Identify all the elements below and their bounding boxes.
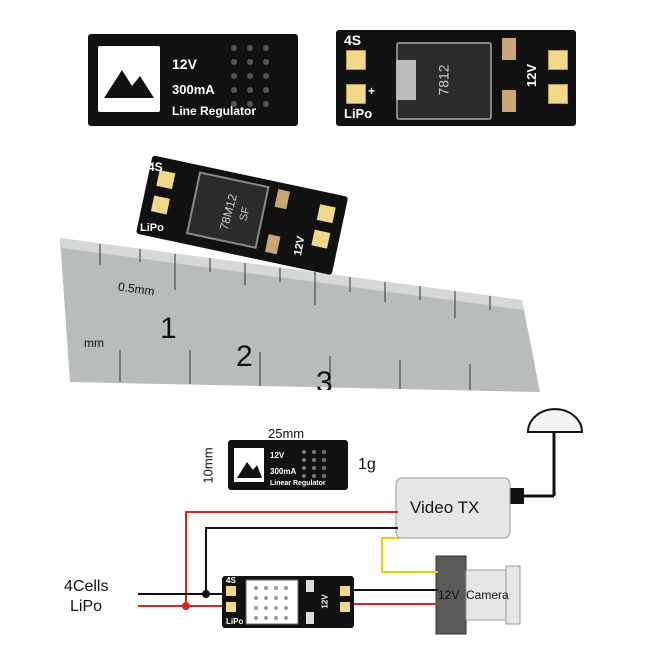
ruler-tick-3: 3 xyxy=(316,366,333,390)
line-regulator-board-back: 4S LiPo + 7812 12V xyxy=(336,30,576,126)
dimension-height-label: 10mm xyxy=(200,447,216,484)
output-pad-positive xyxy=(548,50,568,70)
via-holes xyxy=(231,45,269,107)
chip-tab xyxy=(396,60,416,100)
dim-board-current: 300mA xyxy=(270,467,297,476)
module-output-label: 12V xyxy=(320,594,330,609)
plus-sign: + xyxy=(368,84,376,98)
battery-type-label: LiPo xyxy=(70,598,103,615)
camera-voltage-label: 12V xyxy=(438,588,460,602)
dim-board-name: Linear Regulator xyxy=(270,480,326,487)
ruler-board-input-label: 4S xyxy=(148,160,163,174)
capacitor-top xyxy=(502,38,516,60)
mountain-logo xyxy=(98,46,160,112)
ruler-tick-2: 2 xyxy=(236,340,253,373)
ruler-unit-mm: mm xyxy=(84,336,104,350)
ruler-board-input-sub: LiPo xyxy=(140,222,164,234)
board-voltage-label: 12V xyxy=(172,56,197,72)
input-sub-label: LiPo xyxy=(344,106,373,121)
weight-label: 1g xyxy=(358,456,376,473)
video-tx-label: Video TX xyxy=(410,498,480,517)
input-label: 4S xyxy=(344,32,362,48)
input-pad-positive xyxy=(346,84,366,104)
module-input-sub: LiPo xyxy=(226,617,244,626)
line-regulator-board-front: 12V 300mA Line Regulator xyxy=(88,34,298,126)
camera-label: Camera xyxy=(466,588,509,602)
board-name-label: Line Regulator xyxy=(172,104,257,118)
regulator-chip: 7812 xyxy=(396,42,492,120)
battery-cells-label: 4Cells xyxy=(64,578,109,595)
ruler-tick-1: 1 xyxy=(160,312,177,345)
input-pad-negative xyxy=(346,50,366,70)
dimension-width-label: 25mm xyxy=(268,426,305,441)
dim-board-voltage: 12V xyxy=(270,451,285,460)
module-input-label: 4S xyxy=(226,576,236,585)
board-current-label: 300mA xyxy=(172,82,215,97)
capacitor-bottom xyxy=(502,90,516,112)
output-pad-negative xyxy=(548,84,568,104)
